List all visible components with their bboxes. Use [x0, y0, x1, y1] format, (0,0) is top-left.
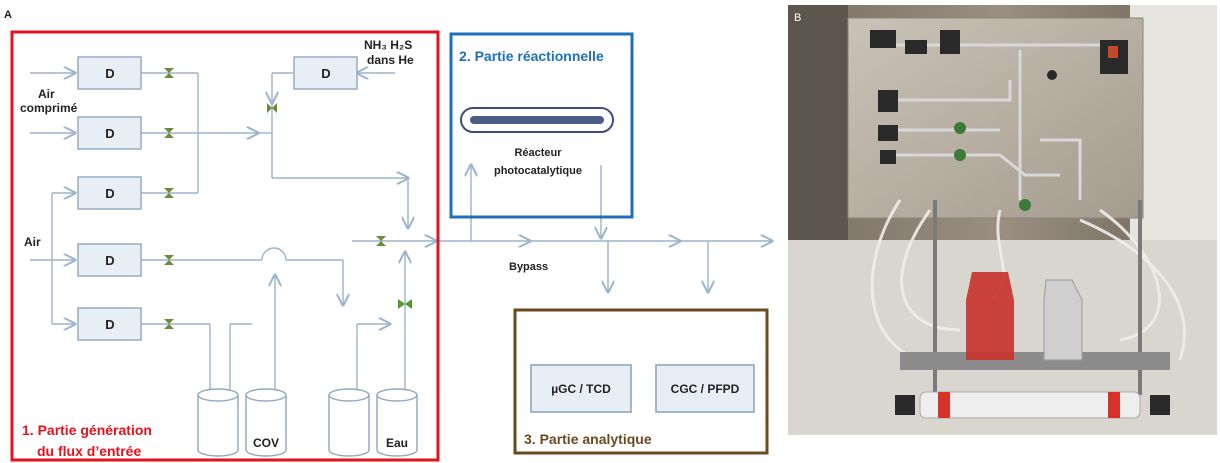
bottle-icon [245, 395, 287, 457]
flow-controller-label: D [105, 66, 114, 81]
valve-icon [376, 236, 386, 246]
section-1-frame [10, 30, 440, 462]
valve-icon [164, 255, 174, 265]
air-label: Air [24, 235, 41, 249]
panel-b-label: B [794, 12, 801, 24]
valve-icon [398, 299, 412, 309]
flow-controller-label: D [105, 186, 114, 201]
red-mesh-bottle [966, 272, 1014, 360]
gas-mix-label: dans He [367, 53, 414, 67]
gas-panel-plate [847, 17, 1144, 219]
section-3-title: 3. Partie analytique [524, 431, 652, 447]
foil-wrapped-bottle [1043, 279, 1083, 361]
section-3-frame [513, 308, 769, 455]
flow-controller-label: D [105, 253, 114, 268]
air-comprime-label: Air [38, 87, 55, 101]
support-rail [900, 352, 1170, 370]
bottle-icon [197, 388, 239, 402]
mass-flow-controllers: D D D D D D [77, 56, 358, 341]
reactor-tube-icon [460, 107, 614, 133]
gas-mix-label: NH₃ H₂S [364, 38, 412, 52]
valve-icon [164, 319, 174, 329]
flow-controller-box [77, 116, 142, 150]
valve-icon [267, 103, 277, 113]
panel-a-label: A [4, 9, 12, 21]
analyzer-box-pfpd [655, 364, 755, 413]
photoreactor-tube [919, 391, 1141, 419]
air-comprime-label: comprimé [20, 101, 78, 115]
valves [164, 68, 412, 329]
valve-icon [164, 188, 174, 198]
reactor-label: Réacteur [514, 147, 562, 159]
flow-controller-box [77, 56, 142, 90]
panel-a: A [4, 9, 772, 462]
bottle-icon [376, 395, 418, 457]
flow-controller-label: D [321, 66, 330, 81]
saturators [197, 388, 418, 457]
section-2-frame [449, 32, 634, 219]
flow-controller-label: D [105, 126, 114, 141]
bottle-icon [197, 395, 239, 457]
section-1-title: 1. Partie génération [22, 422, 152, 438]
analyzer-box-tcd [530, 364, 632, 413]
bottle-icon [245, 388, 287, 402]
valve-icon [164, 128, 174, 138]
bottle-icon [328, 388, 370, 402]
bypass-label: Bypass [509, 261, 548, 273]
cov-label: COV [253, 436, 279, 450]
flow-controller-box [77, 243, 142, 277]
analyzer-pfpd-label: CGC / PFPD [671, 382, 740, 396]
panel-b-photo: B [788, 5, 1217, 435]
bottle-icon [328, 395, 370, 457]
section-2-title: 2. Partie réactionnelle [459, 48, 604, 64]
flow-controller-box [77, 176, 142, 210]
flow-lines [30, 73, 772, 395]
bottle-icon [376, 388, 418, 402]
reactor-label: photocatalytique [494, 165, 582, 177]
flow-controller-box [77, 307, 142, 341]
flow-controller-label: D [105, 317, 114, 332]
analyzer-tcd-label: µGC / TCD [551, 382, 611, 396]
section-1-title: du flux d’entrée [37, 443, 141, 459]
eau-label: Eau [386, 436, 408, 450]
valve-icon [164, 68, 174, 78]
flow-controller-box [293, 56, 358, 90]
